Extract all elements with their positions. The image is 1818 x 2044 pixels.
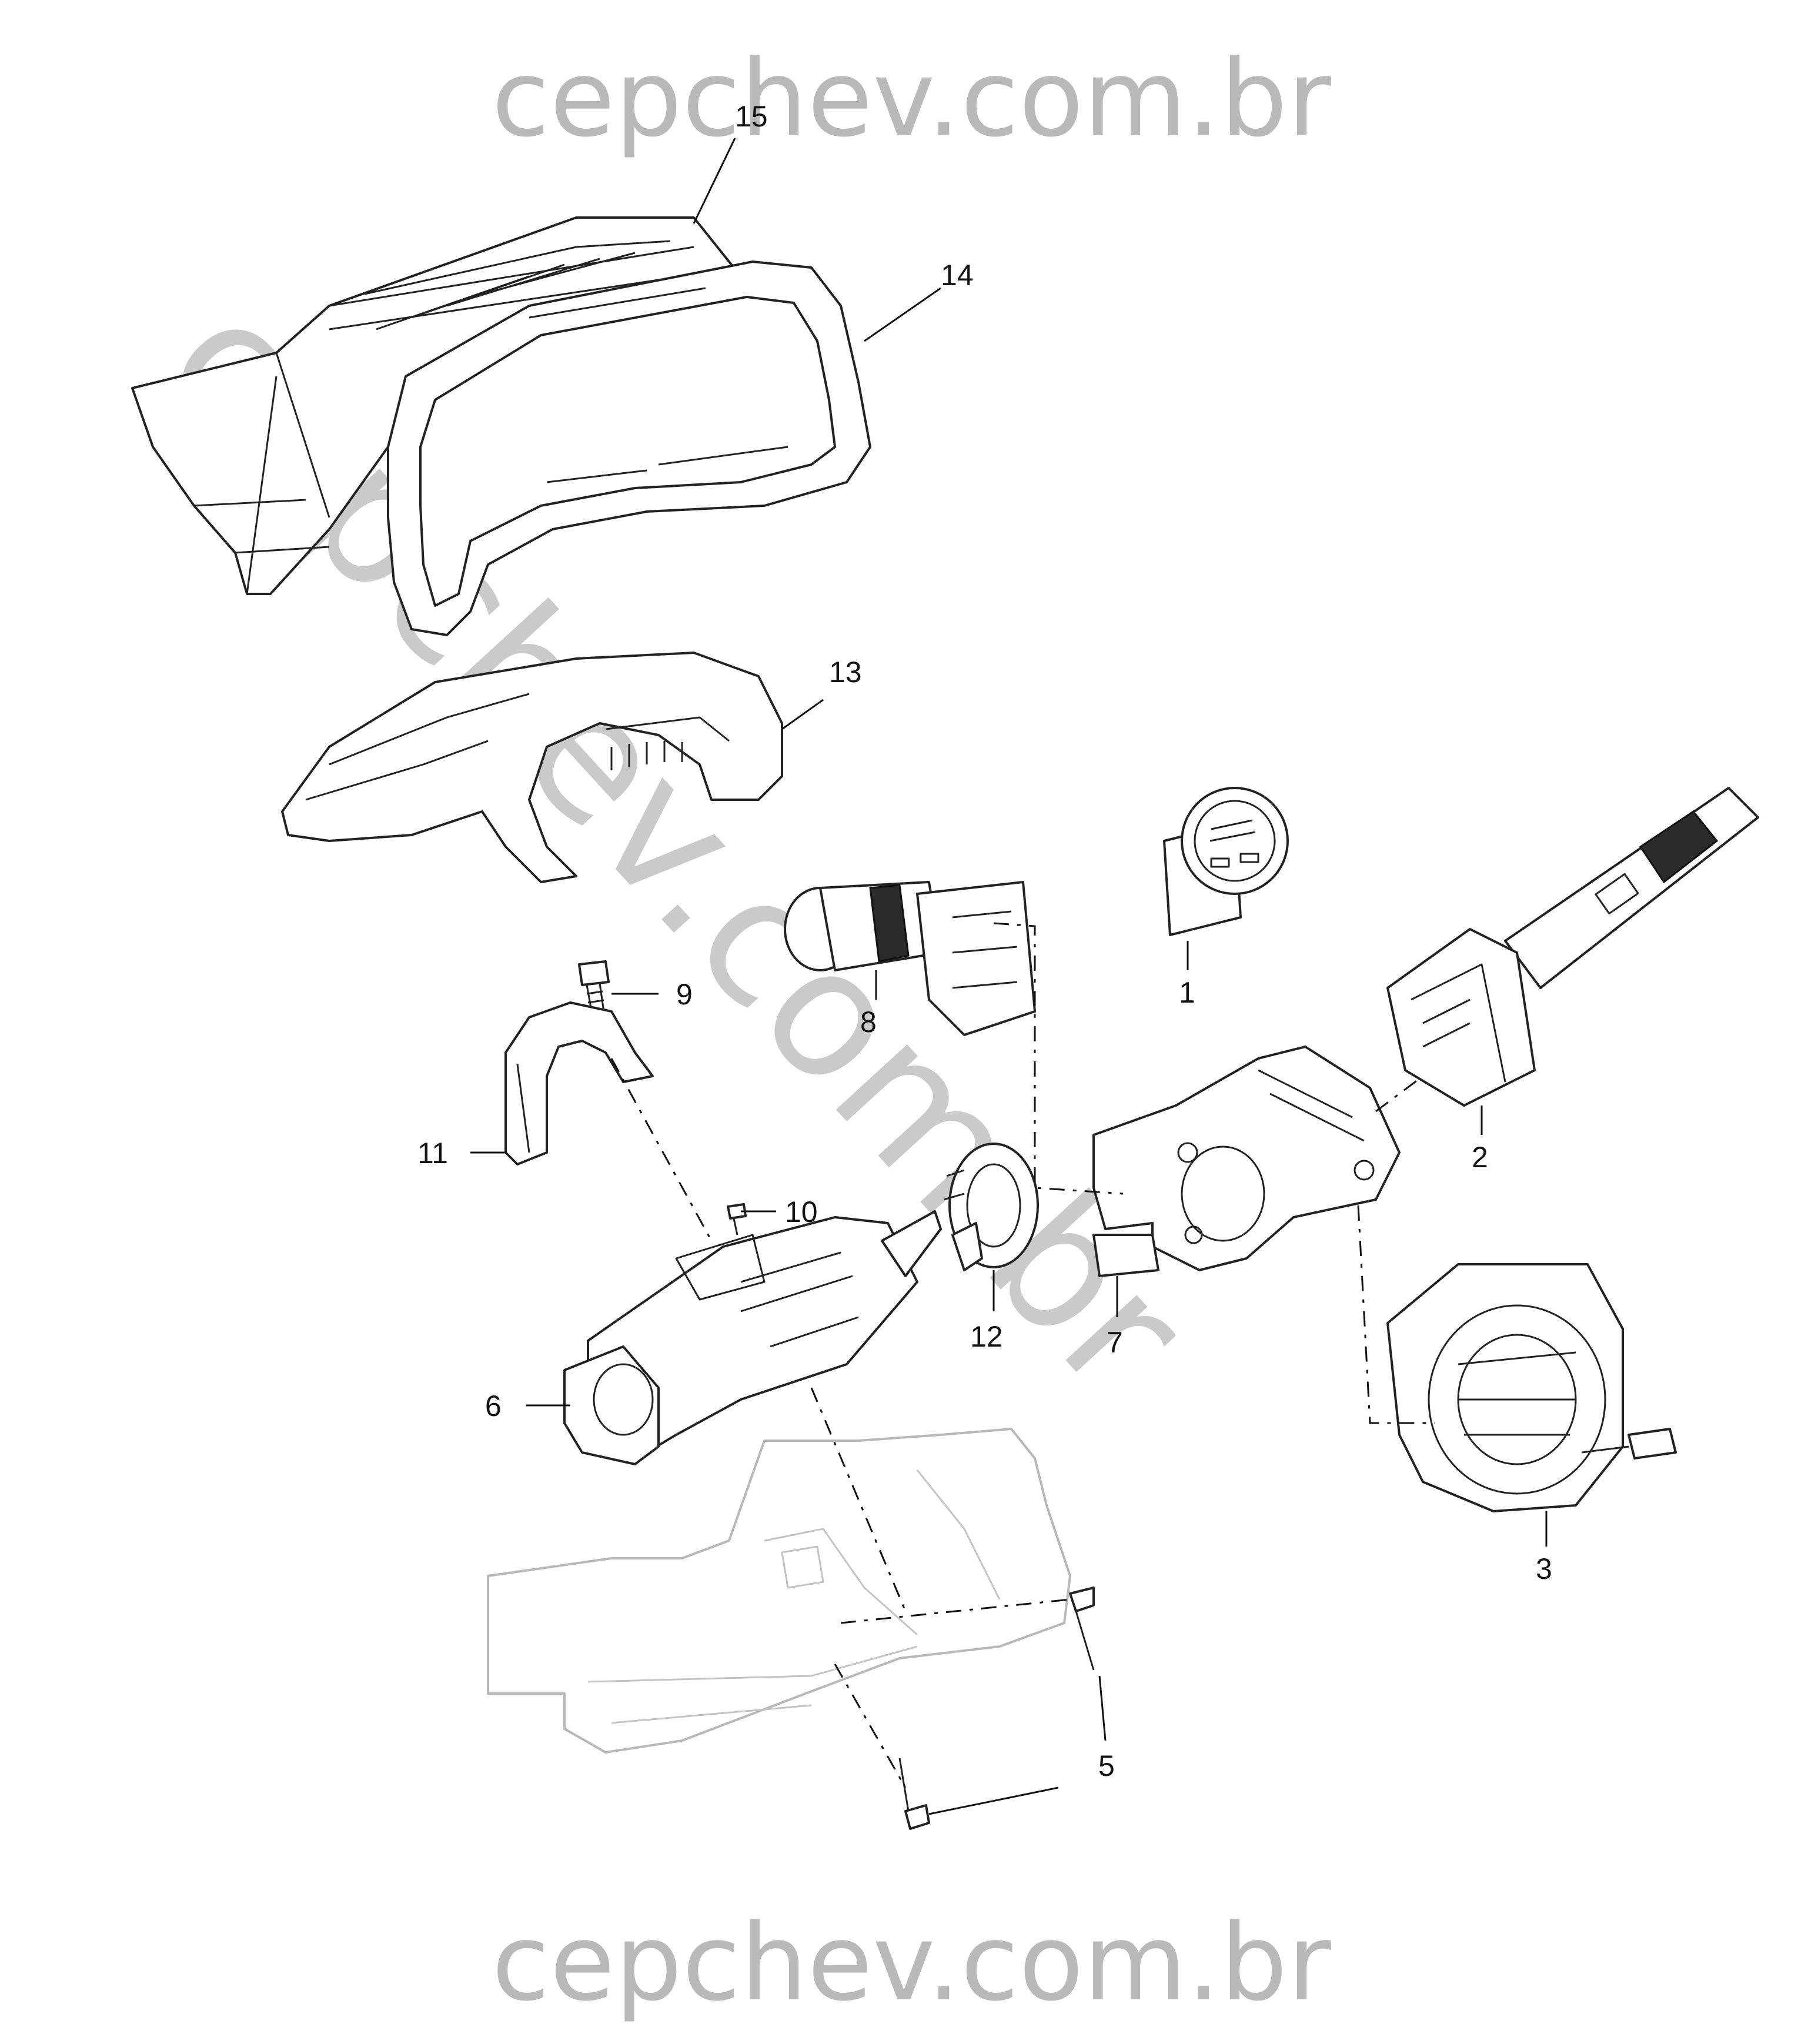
- callout-11: 11: [417, 1137, 448, 1170]
- part-3-clock-spring: [1386, 1263, 1677, 1512]
- part-14-cluster-trim: [387, 260, 871, 636]
- part-1-start-stop-button: [1163, 787, 1289, 936]
- callout-9: 9: [676, 978, 693, 1011]
- callout-15: 15: [735, 100, 768, 133]
- callout-5: 5: [1098, 1749, 1115, 1782]
- callout-1: 1: [1179, 976, 1195, 1009]
- part-11-bracket: [504, 1001, 654, 1165]
- callout-8: 8: [860, 1006, 877, 1038]
- callout-3: 3: [1536, 1552, 1552, 1585]
- part-13-upper-column-cover: [281, 652, 783, 883]
- callout-12: 12: [970, 1320, 1003, 1353]
- callout-2: 2: [1472, 1141, 1488, 1174]
- watermark-bottom: cepchev.com.br: [492, 1902, 1331, 2025]
- assembly-dash-lines: [610, 922, 1435, 1788]
- lower-column-cover-ghost: [487, 1428, 1071, 1754]
- callout-6: 6: [485, 1390, 502, 1422]
- callout-13: 13: [829, 656, 862, 689]
- callout-10: 10: [785, 1195, 818, 1228]
- part-7-column-module: [1092, 1046, 1401, 1277]
- callout-7: 7: [1107, 1326, 1123, 1359]
- part-12-ring: [943, 1143, 1039, 1271]
- part-5-bolts: [898, 1587, 1095, 1830]
- part-9-screw: [578, 960, 610, 1018]
- callout-14: 14: [941, 259, 974, 292]
- callout-labels: 1 2 3 5 6 7 8 9 10 11 12 13 14 15: [417, 100, 1552, 1782]
- part-2-multifunction-lever: [1386, 787, 1759, 1107]
- callout-leaders: [470, 138, 1548, 1815]
- watermark-top: cepchev.com.br: [492, 38, 1331, 161]
- part-8-headlamp-lever: [784, 881, 1036, 1036]
- part-6-lock-housing: [563, 1210, 942, 1465]
- part-10-small-screw: [727, 1203, 747, 1235]
